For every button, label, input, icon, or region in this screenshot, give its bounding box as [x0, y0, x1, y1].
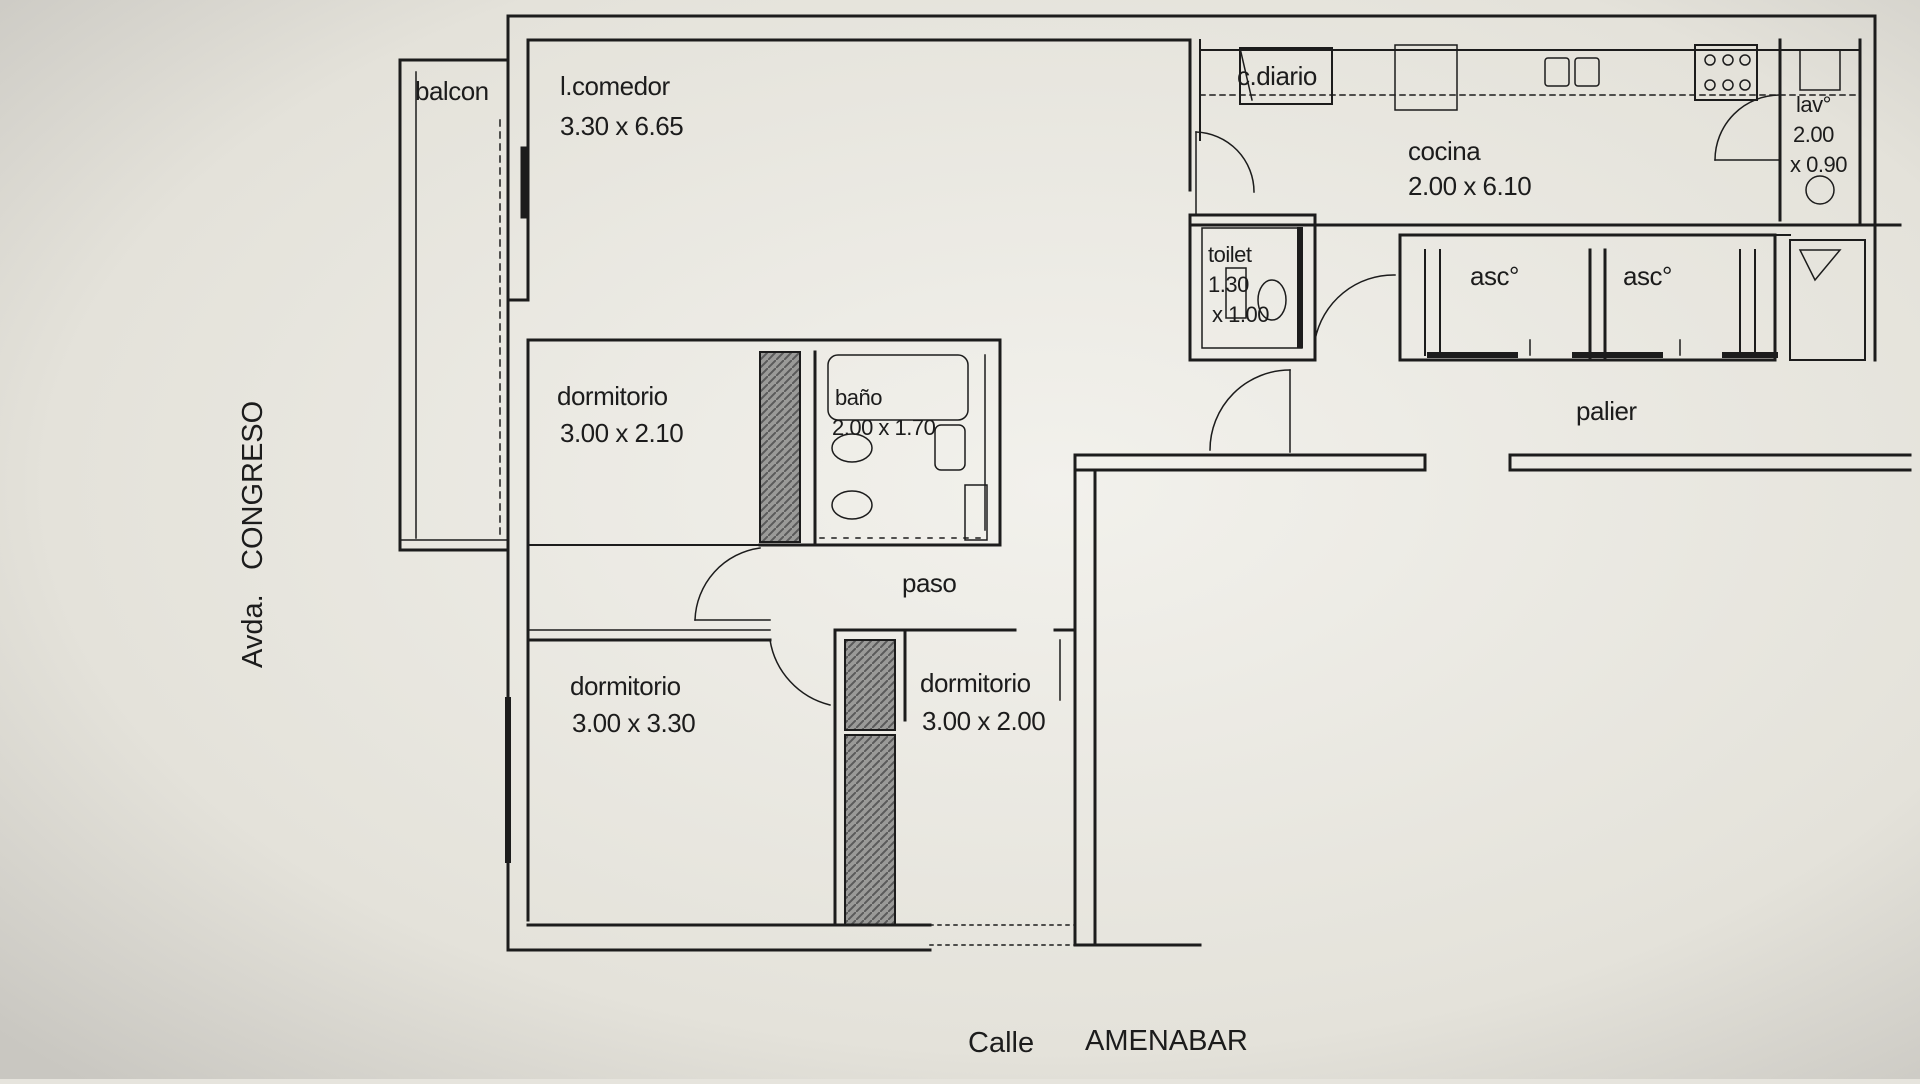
label-palier: palier: [1576, 396, 1637, 426]
label-dorm1-name: dormitorio: [557, 381, 668, 411]
label-bottom-street-name: AMENABAR: [1085, 1025, 1248, 1057]
walls: [398, 14, 1912, 952]
label-lav-dim-2: x 0.90: [1790, 152, 1847, 177]
label-bottom-street-prefix: Calle: [968, 1027, 1034, 1059]
label-lav-dim-1: 2.00: [1793, 122, 1834, 147]
label-bano-name: baño: [835, 385, 882, 410]
street-labels: Avda. CONGRESO Calle AMENABAR: [237, 401, 1248, 1059]
label-asc-1: asc°: [1470, 261, 1519, 291]
label-dorm1-dim: 3.00 x 2.10: [560, 418, 683, 448]
label-c-diario: c.diario: [1237, 61, 1317, 91]
label-toilet-name: toilet: [1208, 242, 1252, 267]
label-side-street-prefix: Avda.: [237, 594, 269, 668]
label-cocina-name: cocina: [1408, 136, 1481, 166]
label-paso: paso: [902, 568, 956, 598]
label-asc-2: asc°: [1623, 261, 1672, 291]
label-lav-name: lav°: [1796, 92, 1831, 117]
label-side-street-name: CONGRESO: [237, 401, 269, 570]
label-dorm2-name: dormitorio: [570, 671, 681, 701]
label-bano-dim: 2.00 x 1.70: [832, 415, 936, 440]
label-balcon: balcon: [415, 76, 489, 106]
label-cocina-dim: 2.00 x 6.10: [1408, 171, 1531, 201]
room-labels: balcon l.comedor 3.30 x 6.65 c.diario co…: [415, 61, 1848, 738]
label-dorm2-dim: 3.00 x 3.30: [572, 708, 695, 738]
label-comedor-dim: 3.30 x 6.65: [560, 111, 683, 141]
label-toilet-dim-1: 1.30: [1208, 272, 1249, 297]
label-dorm3-name: dormitorio: [920, 668, 1031, 698]
label-toilet-dim-2: x 1.00: [1212, 302, 1269, 327]
label-comedor-name: l.comedor: [560, 71, 670, 101]
label-dorm3-dim: 3.00 x 2.00: [922, 706, 1045, 736]
